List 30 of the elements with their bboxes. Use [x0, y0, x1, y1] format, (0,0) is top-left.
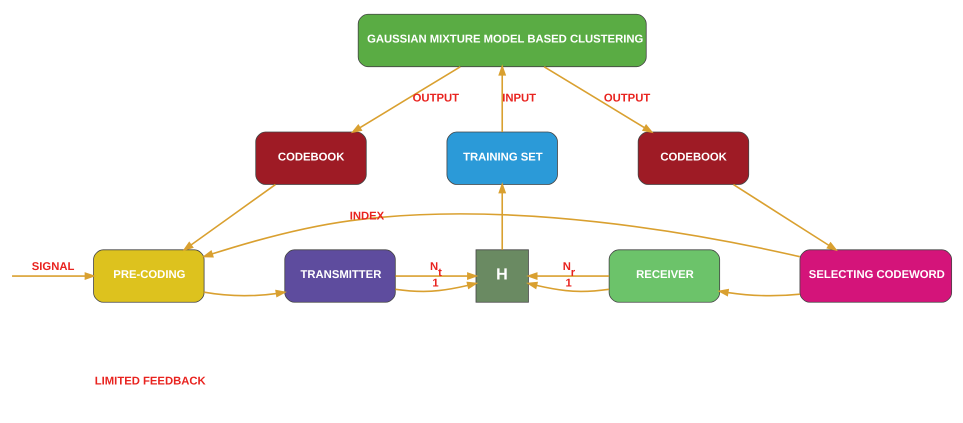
arrow [395, 282, 478, 292]
label: LIMITED FEEDBACK [94, 376, 206, 388]
node-box: PRE-CODING [93, 249, 204, 303]
node-box: SELECTING CODEWORD [800, 249, 952, 303]
arrow [498, 64, 506, 132]
node-box: TRAINING SET [446, 132, 558, 185]
edge-label: SIGNAL [32, 260, 74, 273]
edge-label: 1 [432, 278, 439, 290]
arrow [526, 272, 610, 280]
node-box: RECEIVER [608, 249, 720, 303]
edge-label: OUTPUT [604, 92, 650, 105]
arrow [350, 66, 461, 134]
arrow [717, 288, 800, 297]
arrow [498, 182, 506, 250]
arrow [202, 213, 800, 258]
node-box: H [476, 249, 529, 303]
arrow [526, 282, 610, 292]
arrow [395, 272, 478, 280]
node-box: CODEBOOK [638, 132, 750, 185]
edge-label: INPUT [502, 92, 536, 105]
arrow [204, 290, 287, 298]
arrow [544, 66, 654, 134]
node-box: CODEBOOK [255, 132, 367, 185]
arrow [182, 184, 276, 252]
edge-label: OUTPUT [412, 92, 460, 105]
edge-label: 1 [566, 278, 572, 290]
arrow [733, 184, 838, 252]
node-box: GAUSSIAN MIXTURE MODEL BASED CLUSTERING [358, 14, 647, 68]
node-box: TRANSMITTER [284, 249, 396, 303]
arrow [12, 272, 96, 280]
